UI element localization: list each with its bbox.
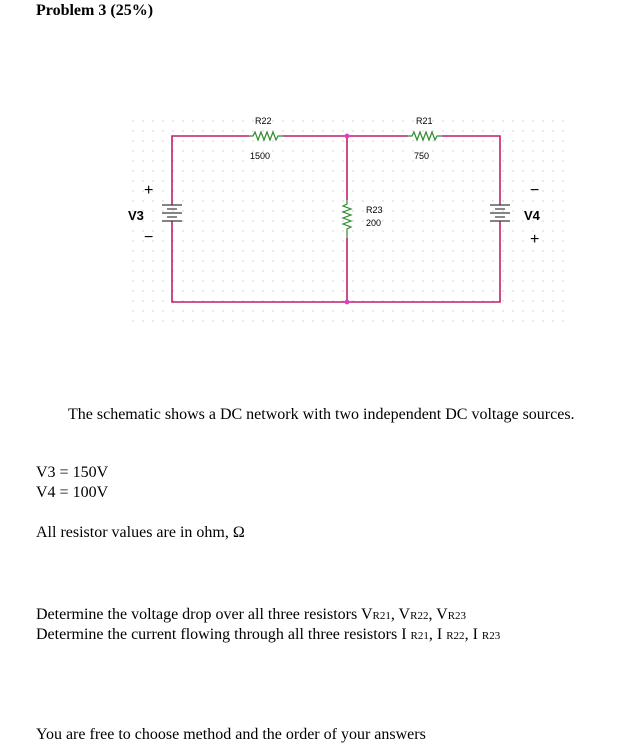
grid-background	[126, 114, 566, 330]
sub-r23-v: R23	[447, 610, 467, 622]
description-text: The schematic shows a DC network with tw…	[68, 406, 575, 423]
task-voltage-text: Determine the voltage drop over all thre…	[36, 606, 361, 623]
sub-r22-v: R22	[410, 610, 429, 622]
sub-r22-i: R22	[446, 630, 465, 642]
circuit-schematic: R22 1500 R21 750 R23 200 + V3 −	[126, 114, 566, 330]
r22-name: R22	[255, 116, 272, 126]
sub-r21-i: R21	[410, 630, 429, 642]
resistor-r23: R23 200	[341, 200, 383, 238]
v3-name: V3	[128, 208, 144, 223]
sym-i3: , I	[464, 626, 482, 643]
sym-v3: , V	[428, 606, 448, 623]
sym-v1: V	[360, 606, 373, 623]
sub-r23-i: R23	[481, 630, 501, 642]
method-note: You are free to choose method and the or…	[36, 726, 426, 743]
task-voltage: Determine the voltage drop over all thre…	[36, 606, 466, 624]
given-v4: V4 = 100V	[36, 484, 109, 501]
problem-title: Problem 3 (25%)	[36, 2, 154, 19]
voltage-source-v3: + V3 −	[128, 178, 182, 248]
v4-minus-sign: −	[530, 182, 539, 199]
task-current-text: Determine the current flowing through al…	[36, 626, 402, 643]
r23-value: 200	[366, 218, 381, 228]
r23-name: R23	[366, 205, 383, 215]
node-bottom	[344, 299, 350, 305]
v3-plus-sign: +	[144, 182, 153, 199]
v4-name: V4	[524, 208, 541, 223]
r21-name: R21	[416, 116, 433, 126]
units-note: All resistor values are in ohm, Ω	[36, 524, 245, 541]
voltage-source-v4: − V4 +	[490, 178, 541, 248]
resistor-r22: R22 1500	[249, 116, 283, 161]
v3-minus-sign: −	[144, 229, 153, 246]
given-v3: V3 = 150V	[36, 464, 109, 481]
resistor-r21: R21 750	[408, 116, 442, 161]
task-current: Determine the current flowing through al…	[36, 626, 500, 644]
sym-i1: I	[401, 626, 411, 643]
sym-v2: , V	[390, 606, 411, 623]
r22-value: 1500	[250, 151, 270, 161]
sub-r21-v: R21	[372, 610, 391, 622]
node-top	[344, 133, 350, 139]
sym-i2: , I	[428, 626, 447, 643]
v4-plus-sign: +	[530, 231, 539, 248]
r21-value: 750	[414, 151, 429, 161]
